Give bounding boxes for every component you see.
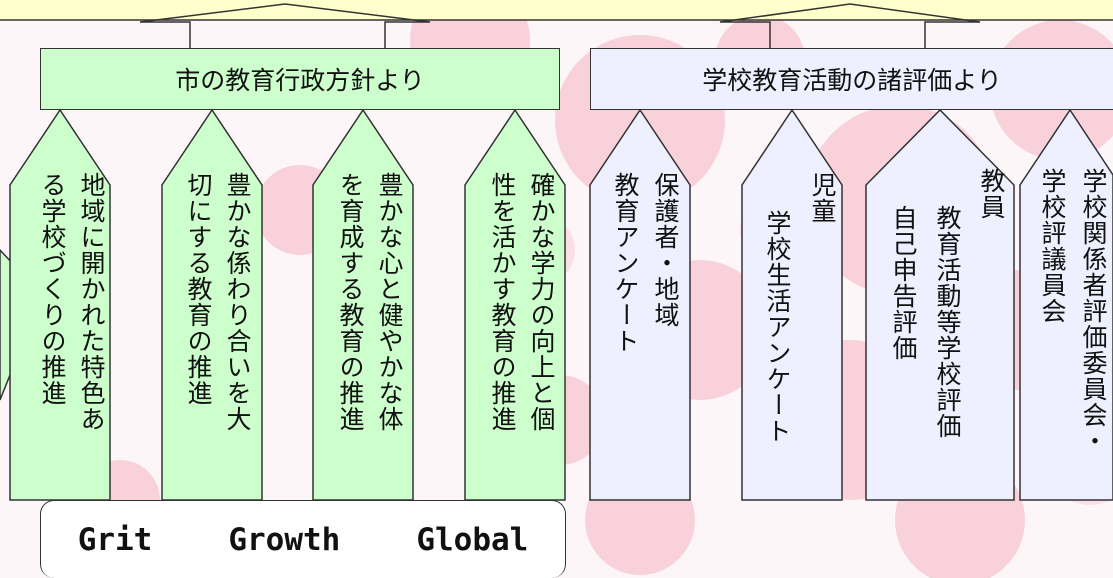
right-column-3-arrow	[865, 108, 1015, 501]
left-column-3-arrow	[312, 108, 414, 501]
motto-global: Global	[416, 521, 529, 558]
motto-growth: Growth	[228, 521, 341, 558]
right-column-4-arrow	[1019, 108, 1113, 501]
school-evaluation-header: 学校教育活動の諸評価より	[590, 48, 1113, 110]
motto-grit: Grit	[77, 521, 153, 558]
motto-box: Grit Growth Global	[40, 500, 566, 578]
right-column-2-arrow	[741, 108, 843, 501]
school-evaluation-header-text: 学校教育活動の諸評価より	[702, 66, 1002, 95]
city-policy-header-text: 市の教育行政方針より	[175, 66, 425, 95]
left-up-arrow	[139, 3, 431, 48]
left-column-4-arrow	[464, 108, 566, 501]
left-column-1-arrow	[9, 108, 111, 501]
city-policy-header: 市の教育行政方針より	[40, 48, 560, 110]
right-up-arrow	[719, 3, 981, 48]
left-column-2-arrow	[161, 108, 263, 501]
right-column-1-arrow	[589, 108, 691, 501]
